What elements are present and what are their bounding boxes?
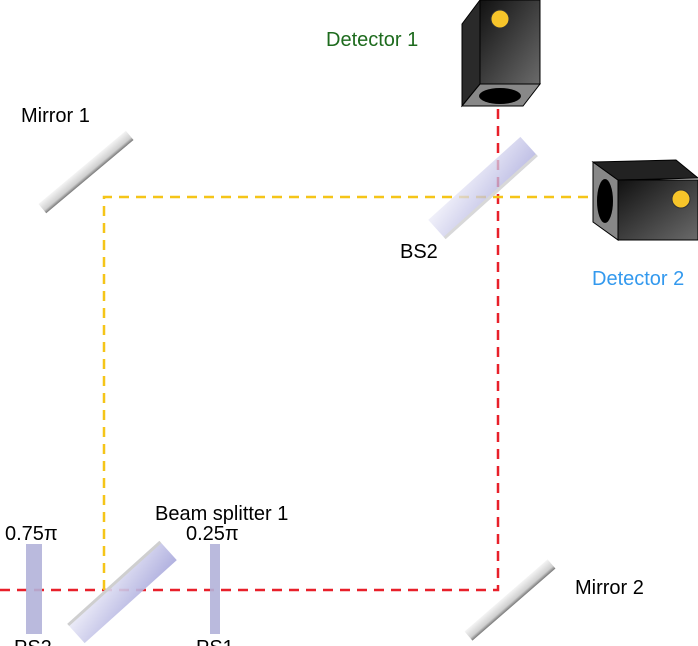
beam-splitter-1-label: Beam splitter 1 — [155, 503, 288, 525]
ps1-phase-label: 0.25π — [186, 523, 239, 545]
mirror-1-label: Mirror 1 — [21, 105, 90, 127]
detector-1 — [460, 0, 542, 108]
yellow-beam-path — [102, 195, 598, 590]
mirror-2-label: Mirror 2 — [575, 577, 644, 599]
detector-2-indicator-icon — [671, 189, 691, 209]
detector-2-label: Detector 2 — [592, 268, 684, 290]
beam-splitter-1 — [67, 540, 177, 644]
detector-1-indicator-icon — [490, 9, 510, 29]
red-beam-path — [0, 105, 500, 592]
detector-2 — [591, 159, 698, 241]
ps1-label: PS1 — [196, 637, 234, 646]
ps2-phase-label: 0.75π — [5, 523, 58, 545]
ps2-label: PS2 — [14, 637, 52, 646]
mirror-2 — [464, 559, 556, 641]
phase-shifter-2 — [26, 544, 42, 634]
bs2-label: BS2 — [400, 241, 438, 263]
mirror-1 — [38, 130, 134, 214]
detector-1-label: Detector 1 — [326, 29, 418, 51]
phase-shifter-1 — [210, 544, 220, 634]
beam-splitter-2 — [428, 136, 538, 240]
